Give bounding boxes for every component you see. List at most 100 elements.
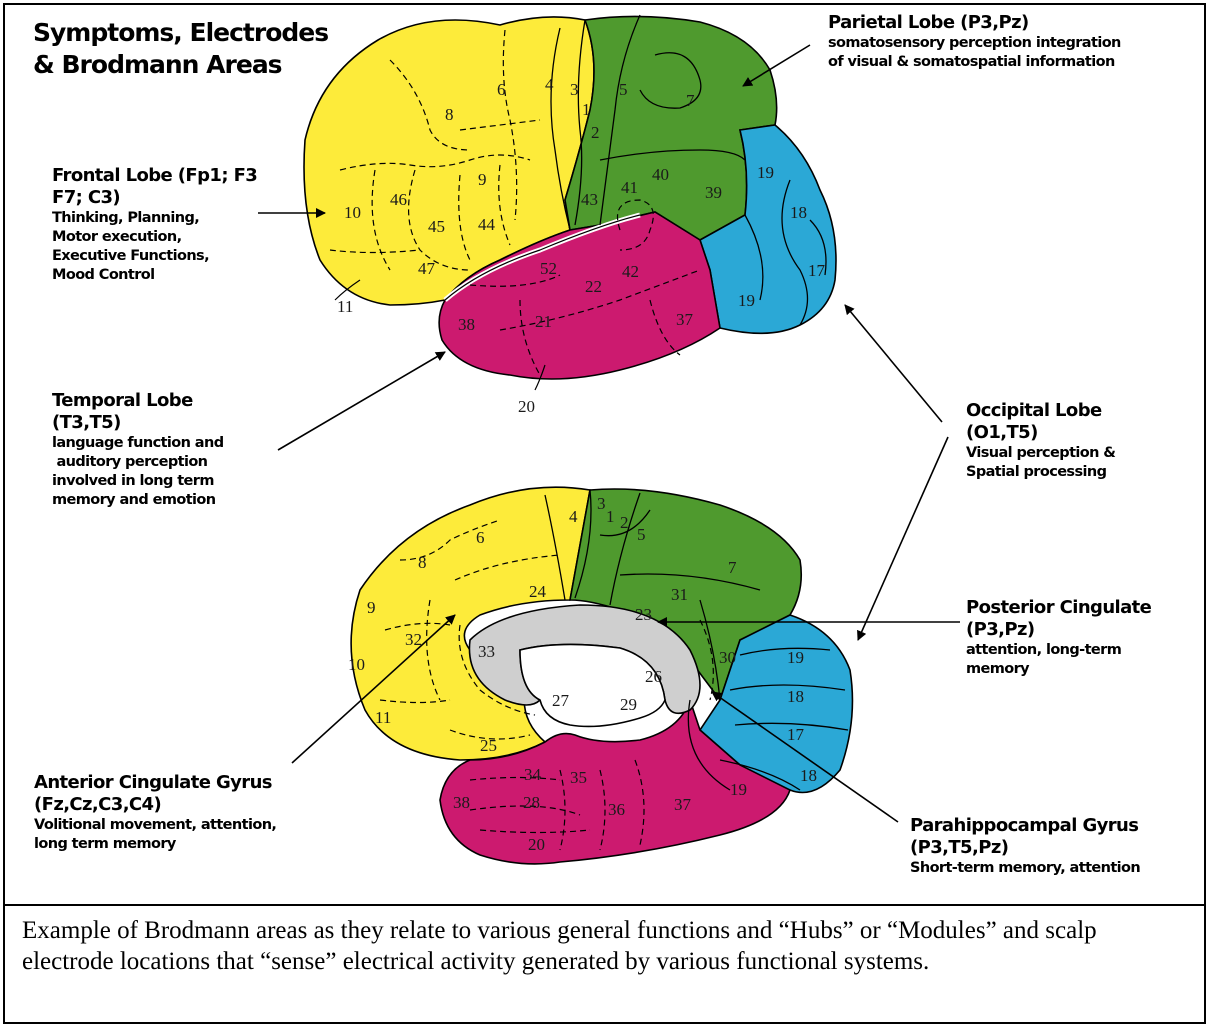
parietal-desc-1: somatosensory perception integration <box>828 34 1121 53</box>
anterior-cingulate-heading-2: (Fz,Cz,C3,C4) <box>34 794 276 816</box>
medial-area-4: 4 <box>569 507 578 526</box>
medial-area-37: 37 <box>674 795 692 814</box>
medial-brain <box>351 487 852 864</box>
title-line-2: & Brodmann Areas <box>33 49 328 81</box>
frontal-desc-3: Executive Functions, <box>52 247 257 266</box>
parahippocampal-label: Parahippocampal Gyrus (P3,T5,Pz) Short-t… <box>910 815 1140 878</box>
lateral-area-40: 40 <box>652 165 669 184</box>
occipital-label: Occipital Lobe (O1,T5) Visual perception… <box>966 400 1115 482</box>
lateral-area-4: 4 <box>545 75 554 94</box>
parahippocampal-heading-1: Parahippocampal Gyrus <box>910 815 1140 837</box>
frontal-heading-2: F7; C3) <box>52 187 257 209</box>
medial-area-34: 34 <box>524 765 542 784</box>
lateral-area-20: 20 <box>518 397 535 416</box>
lateral-area-8: 8 <box>445 105 454 124</box>
posterior-cingulate-desc-1: attention, long-term <box>966 641 1151 660</box>
temporal-desc-4: memory and emotion <box>52 491 224 510</box>
anterior-cingulate-desc-1: Volitional movement, attention, <box>34 816 276 835</box>
medial-area-33: 33 <box>478 642 495 661</box>
posterior-cingulate-label: Posterior Cingulate (P3,Pz) attention, l… <box>966 597 1151 679</box>
lateral-area-9: 9 <box>478 170 487 189</box>
medial-area-7: 7 <box>728 558 737 577</box>
posterior-cingulate-heading-2: (P3,Pz) <box>966 619 1151 641</box>
medial-area-8: 8 <box>418 553 427 572</box>
temporal-heading-1: Temporal Lobe <box>52 390 224 412</box>
medial-area-32: 32 <box>405 630 422 649</box>
medial-area-5: 5 <box>637 525 646 544</box>
arrow-occipital-medial <box>858 437 948 640</box>
page-title: Symptoms, Electrodes & Brodmann Areas <box>33 17 328 81</box>
parahippocampal-heading-2: (P3,T5,Pz) <box>910 837 1140 859</box>
occipital-heading-1: Occipital Lobe <box>966 400 1115 422</box>
lateral-area-47: 47 <box>418 259 436 278</box>
frontal-heading-1: Frontal Lobe (Fp1; F3 <box>52 165 257 187</box>
frontal-desc-1: Thinking, Planning, <box>52 209 257 228</box>
temporal-desc-1: language function and <box>52 434 224 453</box>
lateral-area-19-top: 19 <box>757 163 774 182</box>
frontal-desc-2: Motor execution, <box>52 228 257 247</box>
medial-area-23: 23 <box>635 605 652 624</box>
lateral-area-22: 22 <box>585 277 602 296</box>
medial-area-10: 10 <box>348 655 365 674</box>
medial-area-38: 38 <box>453 793 470 812</box>
temporal-desc-2: auditory perception <box>52 453 224 472</box>
lateral-area-43: 43 <box>581 190 598 209</box>
occipital-desc-1: Visual perception & <box>966 444 1115 463</box>
medial-area-29: 29 <box>620 695 637 714</box>
parietal-desc-2: of visual & somatospatial information <box>828 53 1121 72</box>
title-line-1: Symptoms, Electrodes <box>33 17 328 49</box>
parahippocampal-desc-1: Short-term memory, attention <box>910 859 1140 878</box>
arrow-temporal <box>278 352 445 450</box>
medial-area-20: 20 <box>528 835 545 854</box>
medial-area-17: 17 <box>787 725 805 744</box>
lateral-area-44: 44 <box>478 215 496 234</box>
medial-area-1: 1 <box>606 507 615 526</box>
parietal-heading: Parietal Lobe (P3,Pz) <box>828 12 1121 34</box>
lateral-area-39: 39 <box>705 183 722 202</box>
medial-area-24: 24 <box>529 582 547 601</box>
lateral-area-17: 17 <box>808 261 826 280</box>
medial-area-19: 19 <box>787 648 804 667</box>
lateral-area-21: 21 <box>535 312 552 331</box>
lateral-area-42: 42 <box>622 262 639 281</box>
lateral-area-38: 38 <box>458 315 475 334</box>
medial-area-30: 30 <box>719 648 736 667</box>
medial-area-28: 28 <box>523 793 540 812</box>
medial-area-18-lower: 18 <box>800 766 817 785</box>
lateral-area-19-bottom: 19 <box>738 291 755 310</box>
lateral-area-11: 11 <box>337 297 353 316</box>
temporal-desc-3: involved in long term <box>52 472 224 491</box>
figure-caption: Example of Brodmann areas as they relate… <box>22 915 1182 977</box>
temporal-heading-2: (T3,T5) <box>52 412 224 434</box>
parietal-label: Parietal Lobe (P3,Pz) somatosensory perc… <box>828 12 1121 72</box>
medial-area-19-lower: 19 <box>730 780 747 799</box>
temporal-label: Temporal Lobe (T3,T5) language function … <box>52 390 224 510</box>
lateral-area-3: 3 <box>570 80 579 99</box>
lateral-area-18: 18 <box>790 203 807 222</box>
lateral-area-2: 2 <box>591 123 600 142</box>
medial-area-27: 27 <box>552 691 570 710</box>
medial-area-25: 25 <box>480 736 497 755</box>
frontal-desc-4: Mood Control <box>52 266 257 285</box>
medial-area-11: 11 <box>375 708 391 727</box>
medial-area-26: 26 <box>645 667 662 686</box>
anterior-cingulate-label: Anterior Cingulate Gyrus (Fz,Cz,C3,C4) V… <box>34 772 276 854</box>
arrow-occipital-lateral <box>845 305 942 422</box>
lateral-area-5: 5 <box>619 80 628 99</box>
lateral-area-45: 45 <box>428 217 445 236</box>
posterior-cingulate-desc-2: memory <box>966 660 1151 679</box>
lateral-area-10: 10 <box>344 203 361 222</box>
lateral-area-46: 46 <box>390 190 407 209</box>
lateral-area-7: 7 <box>686 91 695 110</box>
medial-area-9: 9 <box>367 598 376 617</box>
medial-area-6: 6 <box>476 528 485 547</box>
lateral-area-41: 41 <box>621 178 638 197</box>
medial-area-31: 31 <box>671 585 688 604</box>
lateral-area-52: 52 <box>540 259 557 278</box>
medial-area-35: 35 <box>570 768 587 787</box>
lateral-area-1: 1 <box>582 100 591 119</box>
occipital-desc-2: Spatial processing <box>966 463 1115 482</box>
lateral-area-37: 37 <box>676 310 694 329</box>
medial-area-36: 36 <box>608 800 625 819</box>
anterior-cingulate-heading-1: Anterior Cingulate Gyrus <box>34 772 276 794</box>
